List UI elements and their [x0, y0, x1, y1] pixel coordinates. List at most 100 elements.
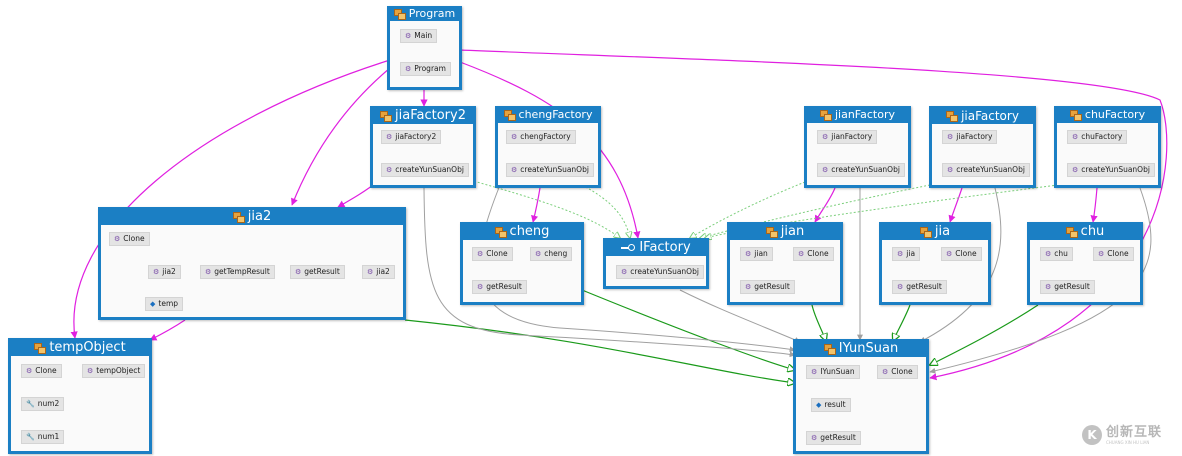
method-createyunsuanobj[interactable]: ⚙createYunSuanObj: [506, 163, 594, 177]
node-jian-title: jian: [780, 223, 805, 239]
method-getresult[interactable]: ⚙getResult: [892, 280, 947, 294]
node-tempobject[interactable]: tempObject ⚙Clone ⚙tempObject 🔧num2 🔧num…: [8, 338, 152, 454]
node-jiafactory2[interactable]: jiaFactory2 ⚙jiaFactory2 ⚙createYunSuanO…: [370, 106, 476, 188]
member-label: getResult: [304, 267, 340, 276]
method-clone[interactable]: ⚙Clone: [109, 232, 150, 246]
method-jianfactory[interactable]: ⚙jianFactory: [817, 130, 878, 144]
node-program-header: Program: [388, 7, 461, 21]
node-cheng-title: cheng: [509, 223, 550, 239]
method-icon: ⚙: [367, 268, 374, 276]
method-chufactory[interactable]: ⚙chuFactory: [1067, 130, 1128, 144]
method-getresult[interactable]: ⚙getResult: [472, 280, 527, 294]
member-label: tempObject: [96, 366, 141, 375]
edge-jiafactory-ifactory: [700, 184, 931, 238]
method-getresult[interactable]: ⚙getResult: [740, 280, 795, 294]
member-label: getResult: [754, 282, 790, 291]
method-chu[interactable]: ⚙chu: [1040, 247, 1073, 261]
method-createyunsuanobj[interactable]: ⚙createYunSuanObj: [942, 163, 1030, 177]
member-label: createYunSuanObj: [520, 165, 589, 174]
method-main[interactable]: ⚙Main: [400, 29, 438, 43]
method-icon: ⚙: [822, 133, 829, 141]
method-jia2[interactable]: ⚙jia2: [148, 265, 181, 279]
method-icon: ⚙: [621, 268, 628, 276]
method-icon: ⚙: [1045, 283, 1052, 291]
edge-cheng-iyunsuan: [581, 289, 795, 370]
method-icon: ⚙: [205, 268, 212, 276]
method-createyunsuanobj[interactable]: ⚙createYunSuanObj: [381, 163, 469, 177]
node-program[interactable]: Program ⚙Main ⚙Program: [387, 6, 462, 90]
method-jia2-overload[interactable]: ⚙jia2: [362, 265, 395, 279]
method-iyunsuan[interactable]: ⚙IYunSuan: [806, 365, 860, 379]
method-icon: ⚙: [1072, 133, 1079, 141]
node-jian[interactable]: jian ⚙jian ⚙Clone ⚙getResult: [727, 222, 843, 305]
method-icon: ⚙: [477, 250, 484, 258]
method-createyunsuanobj[interactable]: ⚙createYunSuanObj: [817, 163, 905, 177]
method-clone[interactable]: ⚙Clone: [1093, 247, 1134, 261]
wrench-icon: 🔧: [26, 400, 35, 408]
method-cheng[interactable]: ⚙cheng: [530, 247, 573, 261]
method-jiafactory[interactable]: ⚙jiaFactory: [942, 130, 998, 144]
node-jia2-header: jia2: [99, 208, 405, 225]
method-clone[interactable]: ⚙Clone: [21, 364, 62, 378]
node-chengfactory[interactable]: chengFactory ⚙chengFactory ⚙createYunSua…: [495, 106, 601, 188]
member-label: getResult: [486, 282, 522, 291]
edge-chufactory-chu: [1090, 187, 1098, 223]
member-label: chu: [1054, 249, 1068, 258]
property-num1[interactable]: 🔧num1: [21, 430, 65, 444]
method-getresult[interactable]: ⚙getResult: [290, 265, 345, 279]
method-icon: ⚙: [947, 133, 954, 141]
member-label: result: [824, 400, 846, 409]
method-getresult[interactable]: ⚙getResult: [806, 431, 861, 445]
member-label: jiaFactory2: [395, 132, 437, 141]
method-clone[interactable]: ⚙Clone: [877, 365, 918, 379]
field-icon: ◆: [150, 300, 156, 308]
node-jianfactory[interactable]: jianFactory ⚙jianFactory ⚙createYunSuanO…: [804, 106, 911, 188]
node-ifactory[interactable]: IFactory ⚙createYunSuanObj: [603, 238, 709, 289]
member-label: createYunSuanObj: [1081, 165, 1150, 174]
method-tempobject[interactable]: ⚙tempObject: [82, 364, 146, 378]
method-clone[interactable]: ⚙Clone: [793, 247, 834, 261]
field-result[interactable]: ◆result: [811, 398, 851, 412]
method-chengfactory[interactable]: ⚙chengFactory: [506, 130, 576, 144]
method-createyunsuanobj[interactable]: ⚙createYunSuanObj: [1067, 163, 1155, 177]
logo-sub: CHUANG XIN HU LIAN: [1106, 439, 1150, 445]
node-iyunsuan[interactable]: IYunSuan ⚙IYunSuan ⚙Clone ◆result ⚙getRe…: [793, 339, 929, 454]
node-chufactory-header: chuFactory: [1055, 107, 1160, 123]
method-program[interactable]: ⚙Program: [400, 62, 451, 76]
method-icon: ⚙: [811, 434, 818, 442]
node-chengfactory-title: chengFactory: [518, 108, 593, 121]
method-icon: ⚙: [153, 268, 160, 276]
method-clone[interactable]: ⚙Clone: [472, 247, 513, 261]
method-createyunsuanobj[interactable]: ⚙createYunSuanObj: [616, 265, 704, 279]
edge-jiafactory2-iyunsuan: [423, 187, 796, 358]
node-jia2[interactable]: jia2 ⚙Clone ⚙jia2 ⚙getTempResult ⚙getRes…: [98, 207, 406, 320]
method-icon: ⚙: [811, 368, 818, 376]
member-label: jian: [754, 249, 768, 258]
method-clone[interactable]: ⚙Clone: [941, 247, 982, 261]
class-icon: [393, 9, 406, 20]
field-temp[interactable]: ◆temp: [145, 297, 184, 311]
node-jiafactory[interactable]: jiaFactory ⚙jiaFactory ⚙createYunSuanObj: [929, 106, 1036, 188]
node-cheng[interactable]: cheng ⚙Clone ⚙cheng ⚙getResult: [460, 222, 584, 305]
member-label: Clone: [486, 249, 508, 258]
method-getresult[interactable]: ⚙getResult: [1040, 280, 1095, 294]
method-gettempresult[interactable]: ⚙getTempResult: [200, 265, 275, 279]
method-jiafactory2[interactable]: ⚙jiaFactory2: [381, 130, 442, 144]
member-label: createYunSuanObj: [395, 165, 464, 174]
method-jian[interactable]: ⚙jian: [740, 247, 773, 261]
node-chufactory-title: chuFactory: [1084, 108, 1146, 121]
method-jia[interactable]: ⚙jia: [892, 247, 921, 261]
node-jia[interactable]: jia ⚙jia ⚙Clone ⚙getResult: [879, 222, 991, 305]
member-label: getResult: [820, 433, 856, 442]
logo-text: 创新互联 CHUANG XIN HU LIAN: [1106, 426, 1162, 445]
member-label: chuFactory: [1081, 132, 1123, 141]
node-cheng-header: cheng: [461, 223, 583, 240]
node-chu-title: chu: [1080, 223, 1105, 239]
logo-name: 创新互联: [1106, 424, 1163, 440]
class-icon: [823, 343, 836, 355]
node-chu[interactable]: chu ⚙chu ⚙Clone ⚙getResult: [1027, 222, 1143, 305]
node-jianfactory-header: jianFactory: [805, 107, 910, 123]
property-num2[interactable]: 🔧num2: [21, 397, 65, 411]
node-chufactory[interactable]: chuFactory ⚙chuFactory ⚙createYunSuanObj: [1054, 106, 1161, 188]
member-label: createYunSuanObj: [630, 267, 699, 276]
